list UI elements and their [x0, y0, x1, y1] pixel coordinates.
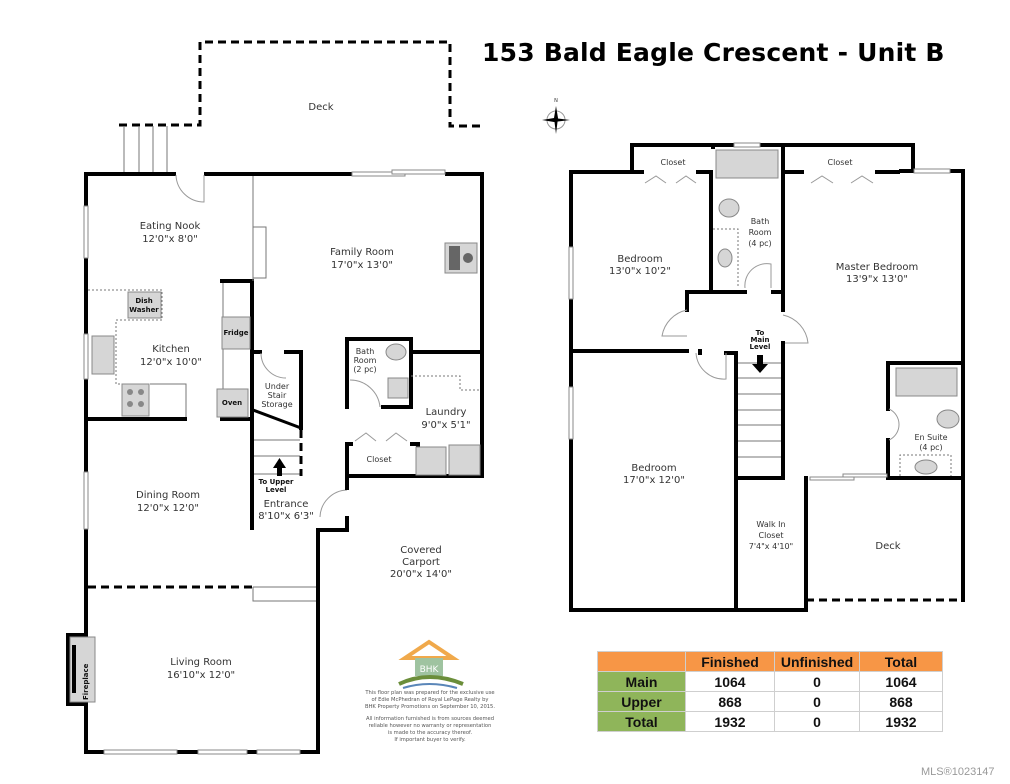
dryer-icon: [448, 444, 481, 476]
room-dining-room: Dining Room: [136, 490, 200, 501]
door-icon: [175, 174, 205, 203]
compass-icon: N: [542, 98, 570, 134]
washer-icon: [415, 446, 447, 476]
bath-2pc-label-2: Room: [354, 356, 377, 365]
room-laundry-dims: 9'0"x 5'1": [421, 420, 470, 431]
dishwasher-label-1: Dish: [135, 297, 152, 305]
room-master-bedroom-dims: 13'9"x 13'0": [846, 274, 908, 285]
sink-icon: [717, 248, 733, 268]
mls-number: MLS®1023147: [921, 766, 995, 778]
arrow-down-icon: [752, 355, 768, 373]
room-bedroom-1-dims: 13'0"x 10'2": [609, 266, 671, 277]
dishwasher-label-2: Washer: [129, 306, 159, 314]
bath-4pc-label-3: (4 pc): [748, 239, 771, 248]
deck-stairs: [123, 126, 168, 172]
under-stair-label: Under: [265, 382, 290, 391]
area-summary-table: Finished Unfinished Total Main 1064 0 10…: [597, 651, 943, 732]
room-master-bedroom: Master Bedroom: [836, 262, 919, 273]
bathtub-icon: [715, 149, 779, 179]
room-walk-in-closet-dims: 7'4"x 4'10": [749, 542, 793, 551]
room-carport-2: Carport: [402, 557, 440, 568]
under-stair-label-3: Storage: [261, 400, 292, 409]
bath-4pc-label: Bath: [751, 217, 770, 226]
svg-text:N: N: [554, 98, 558, 104]
to-main-label-2: Main: [750, 336, 769, 344]
ensuite-label-2: (4 pc): [919, 443, 942, 452]
fireplace-label: Fireplace: [82, 663, 90, 700]
sink-icon: [91, 335, 115, 375]
room-carport-dims: 20'0"x 14'0": [390, 569, 452, 580]
room-living-room: Living Room: [170, 657, 231, 668]
room-dining-room-dims: 12'0"x 12'0": [137, 503, 199, 514]
room-eating-nook: Eating Nook: [140, 221, 201, 232]
room-bedroom-2-dims: 17'0"x 12'0": [623, 475, 685, 486]
main-level: Fridge Oven Dish Washer To Upper Level: [66, 40, 484, 755]
room-kitchen-dims: 12'0"x 10'0": [140, 357, 202, 368]
svg-text:BHK: BHK: [420, 665, 440, 675]
to-upper-label-2: Level: [266, 486, 287, 494]
table-header-row: Finished Unfinished Total: [597, 651, 943, 672]
arrow-up-icon: [273, 458, 286, 476]
ensuite-label: En Suite: [914, 433, 947, 442]
room-living-room-dims: 16'10"x 12'0": [167, 670, 235, 681]
closet-right-label: Closet: [828, 158, 853, 167]
dishwasher: [127, 291, 162, 319]
bath-2pc-label-3: (2 pc): [353, 365, 376, 374]
room-eating-nook-dims: 12'0"x 8'0": [142, 234, 198, 245]
room-carport: Covered: [400, 545, 442, 556]
room-kitchen: Kitchen: [152, 344, 190, 355]
room-entrance: Entrance: [264, 499, 309, 510]
sink-icon: [914, 459, 938, 475]
fridge: [221, 316, 251, 350]
to-upper-label: To Upper: [259, 478, 295, 486]
to-main-label-3: Level: [750, 343, 771, 351]
table-row: Main 1064 0 1064: [597, 671, 943, 692]
bathtub-icon: [895, 367, 958, 397]
stove-icon: [121, 383, 150, 417]
deck-outline: [119, 40, 484, 128]
to-main-label: To: [756, 329, 765, 337]
page-title: 153 Bald Eagle Crescent - Unit B: [482, 38, 945, 67]
room-walk-in-closet-2: Closet: [759, 531, 784, 540]
closet-main-label: Closet: [367, 455, 392, 464]
bath-2pc-label: Bath: [356, 347, 375, 356]
room-deck-upper: Deck: [875, 541, 900, 552]
table-row: Total 1932 0 1932: [597, 711, 943, 732]
room-family-room: Family Room: [330, 247, 394, 258]
bhk-logo: BHK: [398, 639, 464, 689]
closet-left-label: Closet: [661, 158, 686, 167]
oven-label: Oven: [222, 399, 242, 407]
bath-4pc-label-2: Room: [749, 228, 772, 237]
room-entrance-dims: 8'10"x 6'3": [258, 511, 314, 522]
toilet-icon: [718, 198, 740, 218]
sink-icon: [387, 377, 409, 399]
room-family-room-dims: 17'0"x 13'0": [331, 260, 393, 271]
room-bedroom-2: Bedroom: [631, 463, 676, 474]
table-row: Upper 868 0 868: [597, 691, 943, 712]
room-walk-in-closet: Walk In: [756, 520, 785, 529]
disclaimer: This floor plan was prepared for the exc…: [364, 690, 496, 743]
toilet-icon: [385, 343, 407, 361]
oven: [216, 388, 249, 418]
room-laundry: Laundry: [426, 407, 467, 418]
toilet-icon: [936, 409, 960, 429]
room-deck-main: Deck: [308, 102, 333, 113]
fridge-label: Fridge: [224, 329, 249, 337]
upper-level: To Main Level Closet Closet Bath Room (4…: [568, 143, 965, 612]
under-stair-label-2: Stair: [268, 391, 287, 400]
room-bedroom-1: Bedroom: [617, 254, 662, 265]
